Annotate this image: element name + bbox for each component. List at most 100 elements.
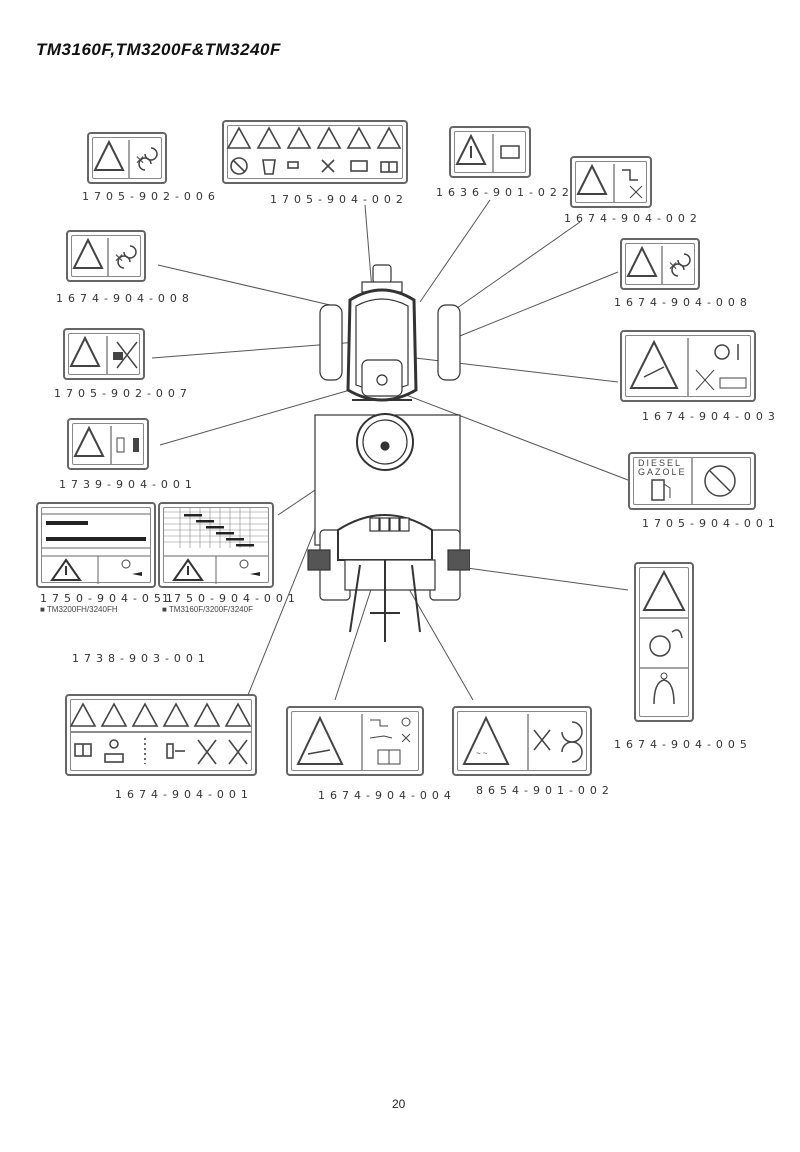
safety-label-1674-904-005 [634, 562, 694, 722]
safety-label-1750-904-051 [36, 502, 156, 588]
leader-line [444, 271, 619, 343]
safety-label-1705-902-006: ✕ [87, 132, 167, 184]
seatbelt-icon [653, 679, 675, 705]
key-icon [287, 161, 299, 169]
part-number: 1674-904-004 [318, 789, 456, 802]
warning-triangle-icon [193, 702, 221, 727]
part-number: 8654-901-002 [476, 784, 614, 797]
rotating-parts-icon [123, 245, 137, 259]
tractor-speed-icon [121, 559, 131, 569]
part-number: 1705-904-001 [642, 517, 780, 530]
safety-label-1674-904-001 [65, 694, 257, 776]
part-number: 1739-904-001 [59, 478, 197, 491]
warning-triangle-icon [346, 126, 372, 149]
safety-label-1674-904-008-right: ✕ [620, 238, 700, 290]
page-number: 20 [392, 1097, 406, 1111]
part-number: 1674-904-008 [56, 292, 194, 305]
warning-triangle-icon [455, 133, 487, 165]
part-number: 1750-904-051 [40, 592, 178, 605]
warning-triangle-icon [69, 702, 97, 727]
safety-label-1674-904-004 [286, 706, 424, 776]
rollover-warning-icon [642, 569, 686, 611]
warning-triangle-icon [224, 702, 252, 727]
lower-link-right [411, 564, 421, 633]
rear-right-light [447, 549, 470, 571]
warning-triangle-icon [100, 702, 128, 727]
model-note: ■ TM3160F/3200F/3240F [162, 605, 253, 614]
safety-label-1705-904-002 [222, 120, 408, 184]
part-number: 1705-902-006 [82, 190, 220, 203]
helmet-icon [262, 159, 276, 175]
front-right-tire [437, 304, 461, 381]
warning-triangle-icon [50, 558, 82, 581]
switch-icon [166, 743, 174, 759]
warning-triangle-icon [131, 702, 159, 727]
part-number: 1674-904-003 [642, 410, 780, 423]
gear-chart-icon [164, 508, 268, 548]
safety-label-1705-904-001: DIESEL GAZOLE [628, 452, 756, 510]
fuel-cap [376, 374, 388, 386]
safety-label-1750-904-001 [158, 502, 274, 588]
svg-text:~ ~: ~ ~ [476, 749, 488, 758]
part-number: 1674-904-005 [614, 738, 752, 751]
pto-icon [370, 719, 388, 727]
front-hitch [372, 264, 392, 284]
warning-triangle-icon [256, 126, 282, 149]
part-number: 1750-904-001 [162, 592, 300, 605]
part-number: 1738-903-001 [72, 652, 210, 665]
rotating-parts-icon [144, 147, 158, 161]
part-number: 1636-901-022 [436, 186, 574, 199]
part-number: 1674-904-002 [564, 212, 702, 225]
tractor-speed-icon [239, 559, 249, 569]
part-number: 1674-904-001 [115, 788, 253, 801]
warning-triangle-icon [376, 126, 402, 149]
seat-area [344, 559, 436, 591]
switch-icon [116, 437, 125, 453]
safety-label-8654-901-002: ~ ~ [452, 706, 592, 776]
part-number: 1705-902-007 [54, 387, 192, 400]
battery-cells-icon [719, 377, 747, 389]
battery-icon [350, 160, 368, 172]
warning-triangle-icon [162, 702, 190, 727]
document-title: TM3160F,TM3200F&TM3240F [36, 40, 281, 59]
rops-icon [649, 635, 671, 657]
fan-warning-icon [626, 245, 658, 277]
model-note: ■ TM3200FH/3240FH [40, 605, 118, 614]
safety-label-1674-904-008-left: ✕ [66, 230, 146, 282]
rotating-parts-icon [677, 253, 691, 267]
no-flame-icon [704, 465, 736, 497]
safety-label-1674-904-003 [620, 330, 756, 402]
key-icon [109, 739, 119, 749]
explosion-warning-icon [629, 339, 679, 389]
fuel-pump-icon [651, 479, 665, 501]
fan-warning-icon [72, 237, 104, 269]
no-hand-icon [113, 352, 123, 360]
warning-triangle-icon [286, 126, 312, 149]
crush-warning-icon [69, 335, 101, 367]
burn-warning-icon [576, 163, 608, 195]
rotating-parts-icon [561, 721, 583, 743]
safety-label-1674-904-002 [570, 156, 652, 208]
tractor-diagram [307, 264, 470, 642]
safety-label-1739-904-001 [67, 418, 149, 470]
entanglement-warning-icon [462, 715, 510, 765]
safety-label-1705-902-007 [63, 328, 145, 380]
hot-pipe-icon [622, 169, 638, 181]
front-left-tire [319, 304, 343, 381]
warning-triangle-icon [172, 558, 204, 581]
no-entry-icon [230, 157, 248, 175]
part-number: 1674-904-008 [614, 296, 752, 309]
warning-triangle-icon [73, 425, 105, 457]
engine-icon [714, 344, 730, 360]
rear-left-light [307, 549, 331, 571]
warning-triangle-icon [226, 126, 252, 149]
fuel-type-text: DIESEL GAZOLE [638, 458, 687, 477]
battery-icon [500, 145, 520, 159]
part-number: 1705-904-002 [270, 193, 408, 206]
pto-warning-icon [296, 715, 344, 765]
leader-line [444, 564, 629, 591]
safety-label-1636-901-022 [449, 126, 531, 178]
lower-link-left [349, 564, 361, 633]
warning-triangle-icon [316, 126, 342, 149]
warning-triangle-icon [93, 139, 125, 171]
